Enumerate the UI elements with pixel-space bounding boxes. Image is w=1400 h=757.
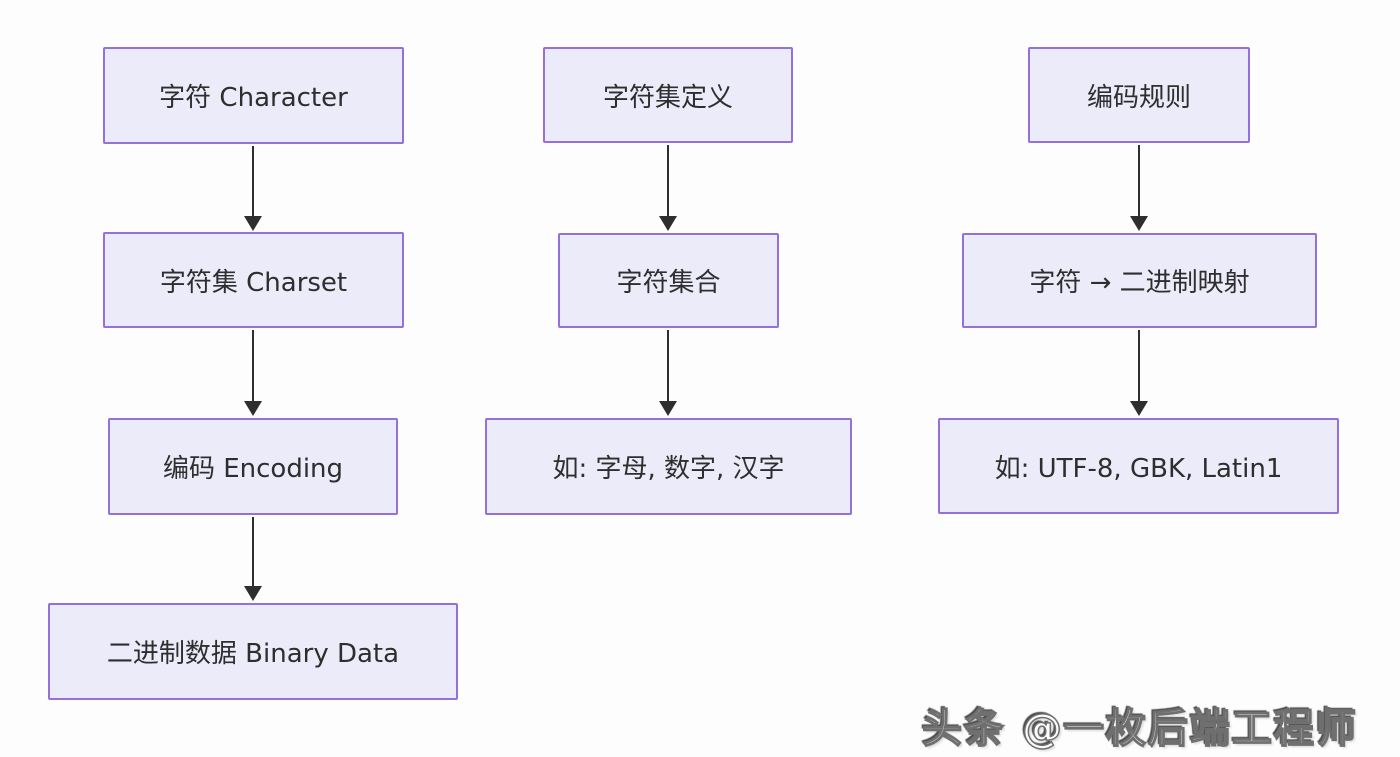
arrow-line (667, 330, 669, 401)
node-char-to-binary-mapping: 字符 → 二进制映射 (962, 233, 1317, 328)
node-charset-definition: 字符集定义 (543, 47, 793, 143)
arrow-head-icon (244, 586, 262, 601)
arrow-head-icon (244, 216, 262, 231)
flow-arrow-connector (244, 517, 262, 601)
node-encoding: 编码 Encoding (108, 418, 398, 515)
node-encoding-examples: 如: UTF-8, GBK, Latin1 (938, 418, 1339, 514)
arrow-head-icon (659, 401, 677, 416)
flow-arrow-connector (1130, 145, 1148, 231)
flow-arrow-connector (244, 146, 262, 231)
arrow-head-icon (1130, 401, 1148, 416)
flow-arrow-connector (659, 145, 677, 231)
arrow-head-icon (1130, 216, 1148, 231)
flow-arrow-connector (244, 330, 262, 416)
node-encoding-rules: 编码规则 (1028, 47, 1250, 143)
arrow-line (667, 145, 669, 216)
arrow-head-icon (244, 401, 262, 416)
arrow-line (252, 330, 254, 401)
arrow-line (1138, 145, 1140, 216)
arrow-line (252, 517, 254, 586)
watermark: 头条 @一枚后端工程师 (921, 705, 1358, 753)
flow-arrow-connector (1130, 330, 1148, 416)
node-charset: 字符集 Charset (103, 232, 404, 328)
node-character-set: 字符集合 (558, 233, 779, 328)
flow-arrow-connector (659, 330, 677, 416)
node-charset-examples: 如: 字母, 数字, 汉字 (485, 418, 852, 515)
node-binary-data: 二进制数据 Binary Data (48, 603, 458, 700)
node-character: 字符 Character (103, 47, 404, 144)
arrow-head-icon (659, 216, 677, 231)
arrow-line (252, 146, 254, 216)
arrow-line (1138, 330, 1140, 401)
